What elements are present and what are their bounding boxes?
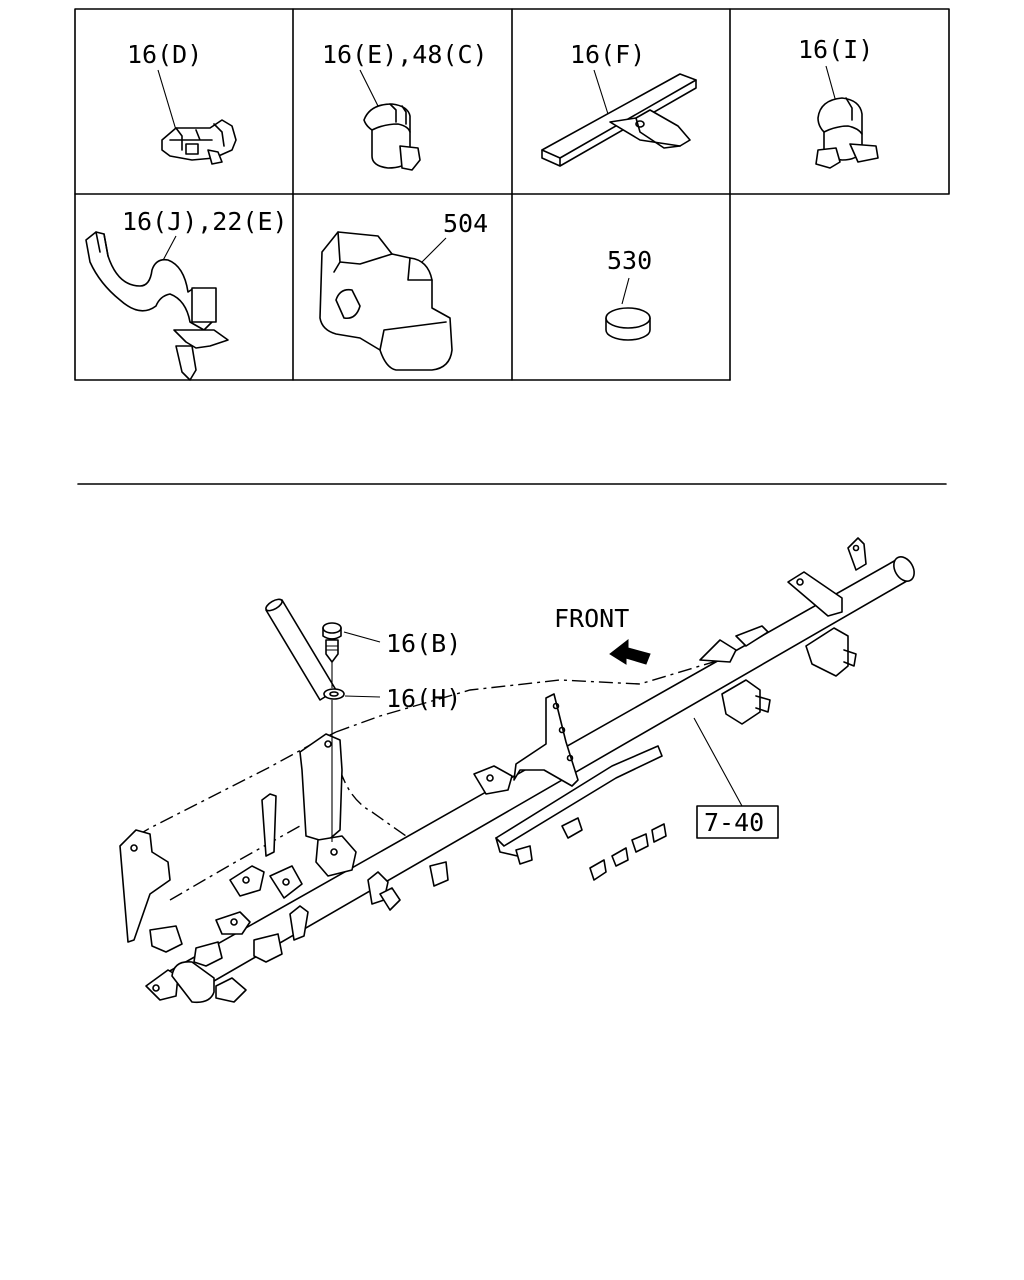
- part-label: 504: [443, 209, 488, 238]
- bolt-hole: [330, 848, 338, 856]
- clip-icon: [161, 119, 237, 165]
- phantom-frame: [339, 769, 407, 837]
- bolt-hole: [852, 544, 860, 552]
- clamp-icon: [85, 231, 229, 381]
- end-bracket: [215, 977, 247, 1003]
- bolt-hole: [130, 844, 138, 852]
- reference-box-label: 7-40: [704, 808, 764, 837]
- part-label: 16(J),22(E): [122, 207, 288, 236]
- bolt-hole: [558, 726, 566, 734]
- bolt-hole: [796, 578, 804, 586]
- bracket-icon: [541, 73, 697, 167]
- part-label: 530: [607, 246, 652, 275]
- end-bracket: [145, 969, 179, 1001]
- washer-hole: [329, 691, 339, 697]
- front-label: FRONT: [554, 604, 629, 633]
- support-foot: [805, 627, 849, 677]
- part-cell-530: 530: [605, 246, 652, 341]
- leader-line: [621, 277, 630, 305]
- stud: [515, 845, 533, 865]
- support-foot: [843, 649, 857, 667]
- part-cell-16j-22e: 16(J),22(E): [85, 207, 288, 381]
- stud: [611, 847, 629, 867]
- cap-icon: [605, 307, 651, 341]
- clip-icon: [815, 97, 879, 169]
- tab-bracket: [215, 911, 251, 935]
- clip-icon: [363, 103, 421, 171]
- tab-bracket: [253, 933, 283, 963]
- tab-bracket: [735, 625, 769, 647]
- front-arrow-icon: [609, 638, 651, 665]
- leader-line: [593, 69, 609, 115]
- bolt-hole: [230, 918, 238, 926]
- callout-16h: 16(H): [386, 684, 461, 713]
- tab-bracket: [269, 865, 303, 899]
- support-rib: [261, 793, 277, 857]
- bolt-hole: [242, 876, 250, 884]
- tab-bracket: [149, 925, 183, 953]
- end-bracket: [847, 537, 867, 571]
- bolt-hole: [282, 878, 290, 886]
- mount-plate: [315, 835, 357, 877]
- part-cell-16f: 16(F): [541, 40, 697, 167]
- leader-line: [693, 717, 743, 807]
- part-label: 16(E),48(C): [322, 40, 488, 69]
- washer-icon: [323, 688, 345, 700]
- part-label: 16(F): [570, 40, 645, 69]
- part-label: 16(D): [127, 40, 202, 69]
- stud: [651, 823, 667, 843]
- reference-box: [696, 805, 779, 839]
- bolt-hole: [552, 702, 560, 710]
- part-cell-504: 504: [319, 209, 488, 371]
- callout-16b: 16(B): [386, 629, 461, 658]
- tab-bracket: [193, 941, 223, 967]
- part-label: 16(I): [798, 35, 873, 64]
- tab-bracket: [229, 865, 265, 897]
- grid-row-bottom-frame: [74, 193, 731, 381]
- lower-rail: [495, 745, 663, 847]
- support-foot: [721, 679, 761, 725]
- leader-line: [825, 65, 837, 103]
- phantom-frame: [335, 659, 721, 733]
- leader-line: [157, 69, 177, 131]
- beam-clip: [429, 861, 449, 887]
- tab-bracket: [699, 639, 737, 663]
- stud: [561, 817, 583, 839]
- tab-bracket: [289, 905, 309, 941]
- leader-line: [359, 69, 381, 111]
- side-bracket: [119, 829, 171, 943]
- pad-icon: [319, 231, 453, 371]
- assembly-diagram: FRONT: [119, 537, 915, 1004]
- bolt-hole: [566, 754, 574, 762]
- part-cell-16i: 16(I): [798, 35, 879, 169]
- duct-end: [265, 598, 283, 612]
- bolt-hole: [152, 984, 160, 992]
- beam-end: [893, 556, 915, 582]
- bolt-hole: [324, 740, 332, 748]
- screw-icon: [322, 622, 342, 663]
- part-cell-16e-48c: 16(E),48(C): [322, 40, 488, 171]
- support-foot: [755, 695, 771, 713]
- stud: [589, 859, 607, 881]
- center-bracket: [513, 693, 579, 787]
- steering-support-bracket: [299, 733, 343, 843]
- parts-grid: [74, 8, 950, 381]
- leader-line: [344, 695, 381, 698]
- bolt-hole: [486, 774, 494, 782]
- upper-bracket: [787, 571, 843, 617]
- beam-end-cap: [171, 960, 215, 1004]
- leader-line: [343, 631, 381, 643]
- part-cell-16d: 16(D): [127, 40, 237, 165]
- leader-line: [421, 237, 447, 263]
- beam-clip: [379, 887, 401, 911]
- stud: [631, 833, 649, 853]
